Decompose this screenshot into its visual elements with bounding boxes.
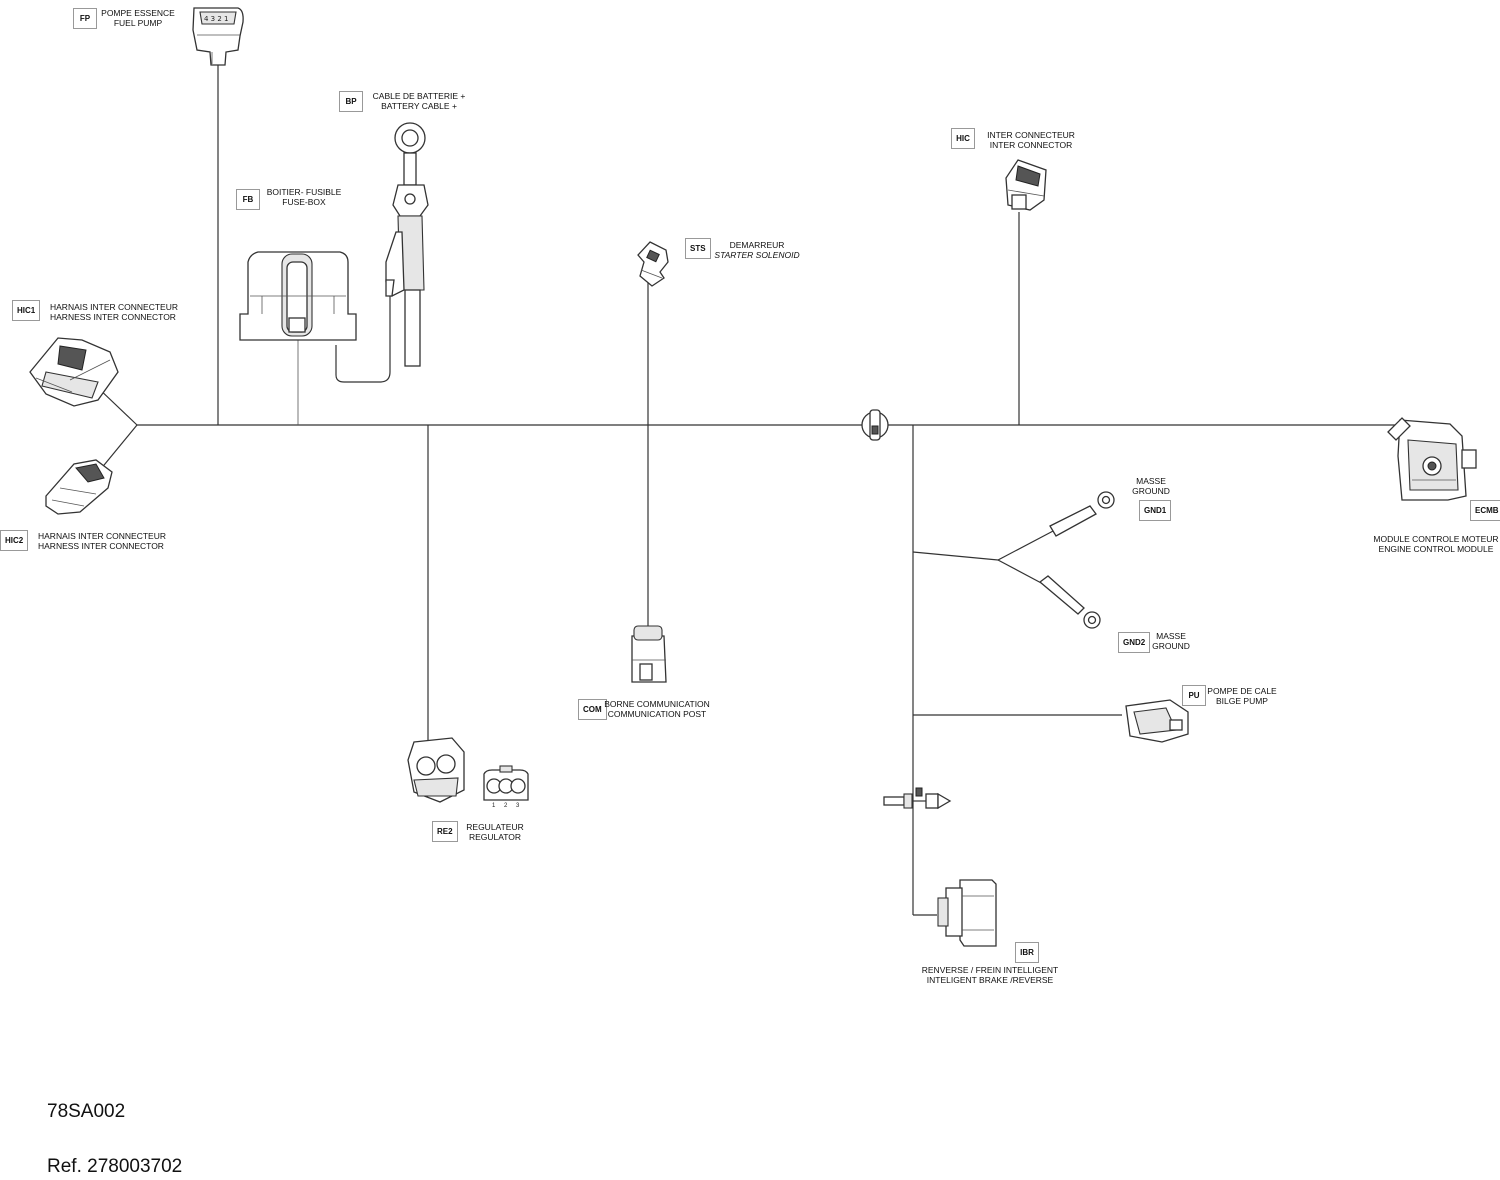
starter-solenoid-label-en: STARTER SOLENOID	[714, 250, 800, 260]
ground-2-label-fr: MASSE	[1156, 631, 1186, 641]
engine-control-module-connector-icon	[1387, 417, 1477, 501]
battery-cable-icon	[385, 122, 429, 367]
intelligent-brake-reverse-code: IBR	[1015, 942, 1039, 963]
ground-1-label-en: GROUND	[1132, 486, 1170, 496]
battery-cable-label: CABLE DE BATTERIE + BATTERY CABLE +	[364, 91, 474, 111]
regulator-code: RE2	[432, 821, 458, 842]
regulator-pin-labels: 1 2 3	[492, 803, 520, 809]
harness-inter-connector-2-label: HARNAIS INTER CONNECTEUR HARNESS INTER C…	[38, 531, 178, 551]
engine-control-module-label-fr: MODULE CONTROLE MOTEUR	[1373, 534, 1499, 544]
reference-number: Ref. 278003702	[47, 1156, 183, 1177]
fuel-pump-connector-icon: 4 3 2 1	[192, 7, 244, 66]
regulator-pin-label: 3	[516, 803, 520, 809]
fuse-box-label: BOITIER- FUSIBLE FUSE-BOX	[256, 187, 352, 207]
bilge-pump-label-en: BILGE PUMP	[1216, 696, 1268, 706]
inter-connector-label: INTER CONNECTEUR INTER CONNECTOR	[978, 130, 1084, 150]
harness-inter-connector-2-label-en: HARNESS INTER CONNECTOR	[38, 541, 164, 551]
ground-2-ring-terminal-icon	[1038, 575, 1101, 629]
inter-connector-icon	[1005, 159, 1047, 211]
fuse-box-code: FB	[236, 189, 260, 210]
regulator-pin-label: 1	[492, 803, 496, 809]
harness-inter-connector-1-label: HARNAIS INTER CONNECTEUR HARNESS INTER C…	[50, 302, 190, 322]
regulator-pin-label: 2	[504, 803, 508, 809]
ground-1-ring-terminal-icon	[1049, 491, 1115, 537]
intelligent-brake-reverse-connector-icon	[937, 879, 997, 947]
harness-inter-connector-1-code: HIC1	[12, 300, 41, 321]
fuel-pump-label: POMPE ESSENCE FUEL PUMP	[98, 8, 178, 28]
intelligent-brake-reverse-label-fr: RENVERSE / FREIN INTELLIGENT	[921, 965, 1059, 975]
engine-control-module-label: MODULE CONTROLE MOTEUR ENGINE CONTROL MO…	[1372, 534, 1500, 554]
ground-2-code: GND2	[1118, 632, 1151, 653]
starter-solenoid-code: STS	[685, 238, 711, 259]
sensor-probe-icon	[883, 787, 952, 810]
regulator-connector-icon	[407, 737, 465, 803]
svg-text:4 3 2 1: 4 3 2 1	[204, 15, 229, 23]
ground-1-label: MASSE GROUND	[1126, 476, 1176, 496]
communication-post-label-en: COMMUNICATION POST	[607, 709, 707, 719]
engine-control-module-code: ECMB	[1470, 500, 1500, 521]
starter-solenoid-label-fr: DEMARREUR	[729, 240, 785, 250]
intelligent-brake-reverse-label-en: INTELIGENT BRAKE /REVERSE	[926, 975, 1054, 985]
ground-2-label: MASSE GROUND	[1146, 631, 1196, 651]
communication-post-code: COM	[578, 699, 607, 720]
bilge-pump-label: POMPE DE CALE BILGE PUMP	[1204, 686, 1280, 706]
battery-cable-label-en: BATTERY CABLE +	[381, 101, 457, 111]
harness-inter-connector-1-label-fr: HARNAIS INTER CONNECTEUR	[50, 302, 178, 312]
inter-connector-code: HIC	[951, 128, 975, 149]
harness-inter-connector-2-code: HIC2	[0, 530, 29, 551]
regulator-label-fr: REGULATEUR	[466, 822, 524, 832]
fuse-box-label-fr: BOITIER- FUSIBLE	[266, 187, 342, 197]
harness-branches	[217, 62, 1122, 916]
communication-post-label: BORNE COMMUNICATION COMMUNICATION POST	[602, 699, 712, 719]
communication-post-icon	[631, 625, 667, 683]
regulator-label: REGULATEUR REGULATOR	[462, 822, 528, 842]
harness-inter-connector-2-icon	[45, 459, 113, 515]
main-harness-trunk	[94, 384, 1395, 471]
starter-solenoid-connector-icon	[637, 241, 669, 287]
fuel-pump-code: FP	[73, 8, 97, 29]
bilge-pump-label-fr: POMPE DE CALE	[1207, 686, 1277, 696]
ground-2-label-en: GROUND	[1152, 641, 1190, 651]
communication-post-label-fr: BORNE COMMUNICATION	[604, 699, 710, 709]
harness-inter-connector-1-label-en: HARNESS INTER CONNECTOR	[50, 312, 176, 322]
ground-1-code: GND1	[1139, 500, 1172, 521]
bilge-pump-code: PU	[1182, 685, 1206, 706]
trunk-splice-icon	[861, 409, 889, 441]
fuel-pump-label-fr: POMPE ESSENCE	[101, 8, 175, 18]
drawing-number: 78SA002	[47, 1101, 126, 1122]
regulator-pin-face-icon	[483, 765, 529, 801]
inter-connector-label-en: INTER CONNECTOR	[989, 140, 1073, 150]
harness-inter-connector-1-icon	[29, 337, 119, 407]
ground-1-label-fr: MASSE	[1136, 476, 1166, 486]
harness-inter-connector-2-label-fr: HARNAIS INTER CONNECTEUR	[38, 531, 166, 541]
fuse-box-label-en: FUSE-BOX	[282, 197, 326, 207]
regulator-label-en: REGULATOR	[468, 832, 522, 842]
bilge-pump-connector-icon	[1125, 699, 1189, 743]
inter-connector-label-fr: INTER CONNECTEUR	[987, 130, 1075, 140]
intelligent-brake-reverse-label: RENVERSE / FREIN INTELLIGENT INTELIGENT …	[912, 965, 1068, 985]
starter-solenoid-label: DEMARREUR STARTER SOLENOID	[712, 240, 802, 260]
engine-control-module-label-en: ENGINE CONTROL MODULE	[1378, 544, 1494, 554]
battery-cable-label-fr: CABLE DE BATTERIE +	[372, 91, 466, 101]
fuel-pump-label-en: FUEL PUMP	[113, 18, 163, 28]
fuse-box-icon	[239, 251, 357, 341]
battery-cable-code: BP	[339, 91, 363, 112]
